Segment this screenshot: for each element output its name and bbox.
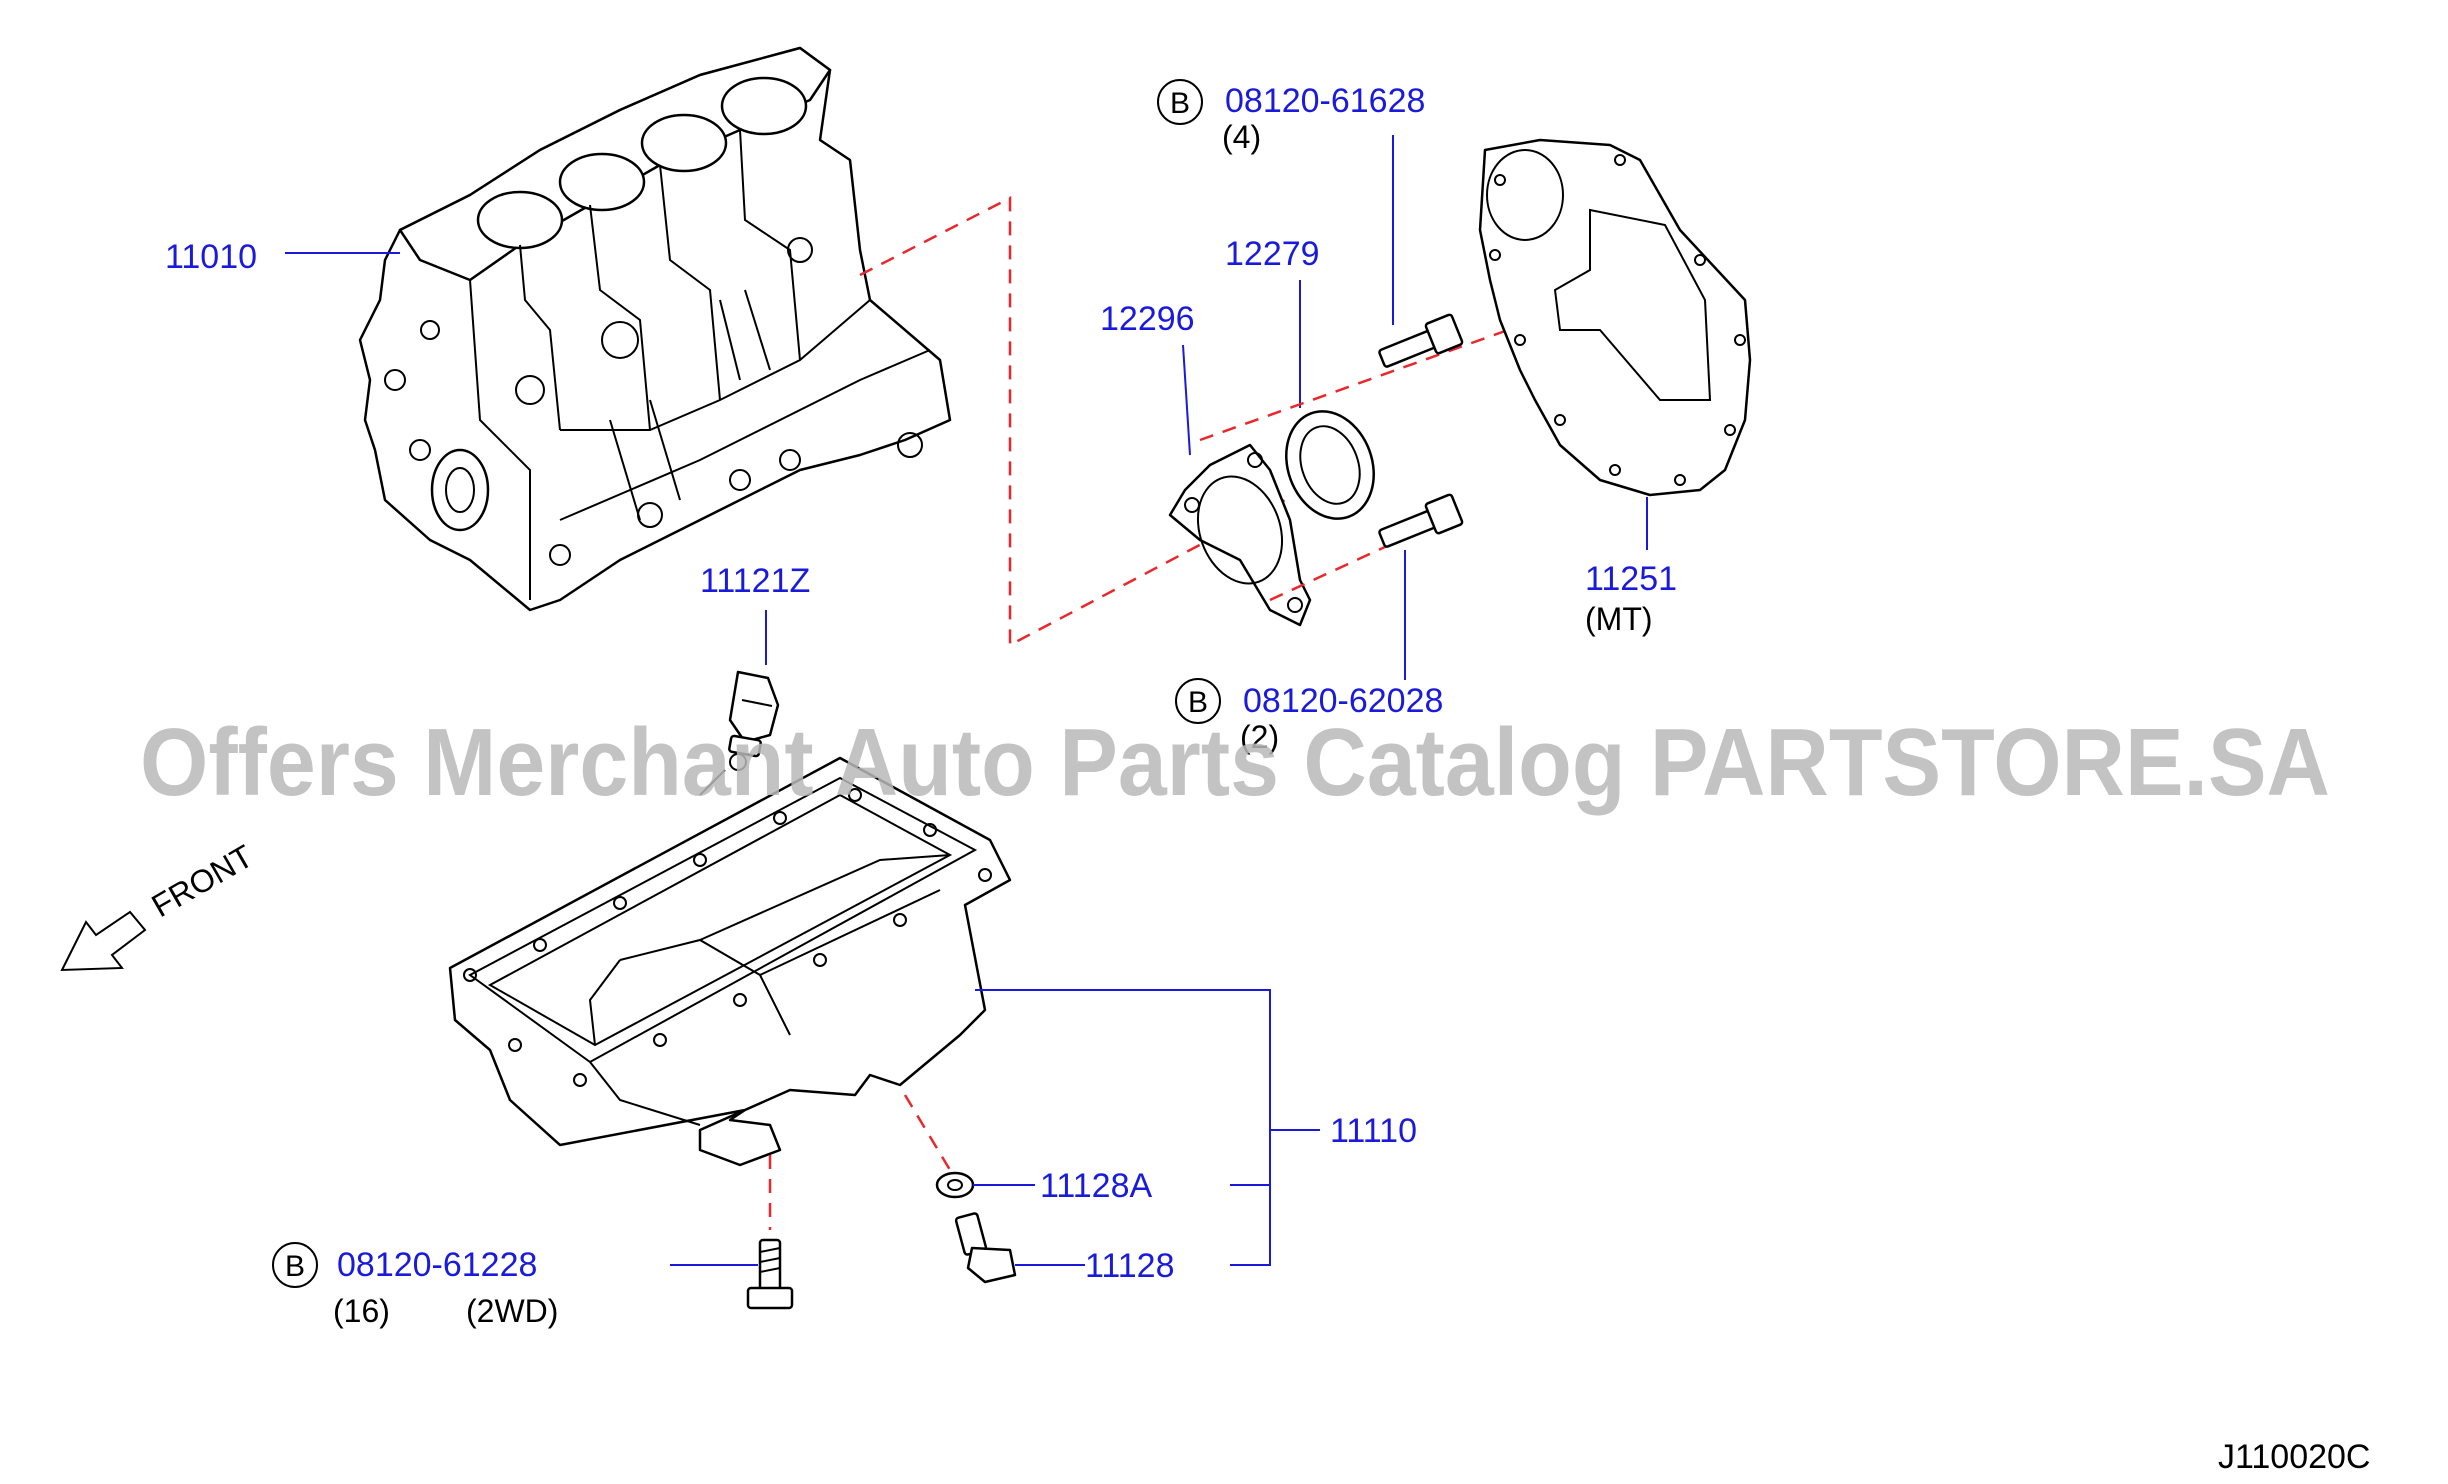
callout-08120-62028: 08120-62028 (1243, 682, 1443, 720)
mid-bolt-drawing (1378, 493, 1464, 548)
bolt-badge-mid (1175, 678, 1221, 724)
oil-level-gauge-drawing (699, 670, 780, 796)
callout-11010: 11010 (165, 238, 257, 276)
pan-bolt-drawing (746, 1238, 794, 1310)
guide-line-block (859, 195, 1286, 648)
top-bolt-drawing (1378, 313, 1464, 368)
callout-12279: 12279 (1225, 235, 1320, 273)
oil-seal-drawing (1285, 410, 1375, 520)
cylinder-block-drawing (358, 46, 952, 612)
callout-11251: 11251 (1585, 560, 1677, 598)
bolt-badge-top (1157, 79, 1203, 125)
callout-11121z: 11121Z (700, 562, 810, 600)
callout-11251-note: (MT) (1585, 601, 1653, 637)
bolt-badge-top-letter: B (1170, 87, 1190, 120)
bracket-11110 (975, 989, 1271, 1266)
callout-08120-61228: 08120-61228 (337, 1246, 537, 1284)
front-arrow-icon (60, 910, 147, 972)
watermark: Offers Merchant Auto Parts Catalog PARTS… (140, 709, 2330, 816)
drain-washer-drawing (935, 1171, 975, 1199)
bolt-badge-mid-letter: B (1188, 686, 1208, 719)
seal-retainer-drawing (1168, 443, 1312, 627)
leader-12296 (1182, 344, 1191, 456)
front-label: FRONT (146, 838, 259, 924)
guide-line-drain (903, 1094, 952, 1171)
oil-pan-drawing (448, 756, 1012, 1167)
bolt-badge-pan-letter: B (285, 1250, 305, 1283)
callout-08120-61628-qty: (4) (1222, 119, 1261, 155)
callout-11128: 11128 (1085, 1247, 1175, 1285)
callout-11110: 11110 (1330, 1112, 1417, 1150)
drain-plug-drawing (954, 1212, 1017, 1284)
callout-11128a: 11128A (1040, 1167, 1152, 1205)
rear-plate-drawing (1478, 138, 1752, 497)
callout-08120-62028-qty: (2) (1240, 719, 1279, 755)
callout-08120-61628: 08120-61628 (1225, 82, 1425, 120)
callout-12296: 12296 (1100, 300, 1195, 338)
bolt-badge-pan (272, 1242, 318, 1288)
callout-08120-61228-qty: (16) (333, 1293, 390, 1329)
diagram-code: J110020C (2218, 1438, 2371, 1476)
callout-08120-61228-note: (2WD) (466, 1293, 558, 1329)
